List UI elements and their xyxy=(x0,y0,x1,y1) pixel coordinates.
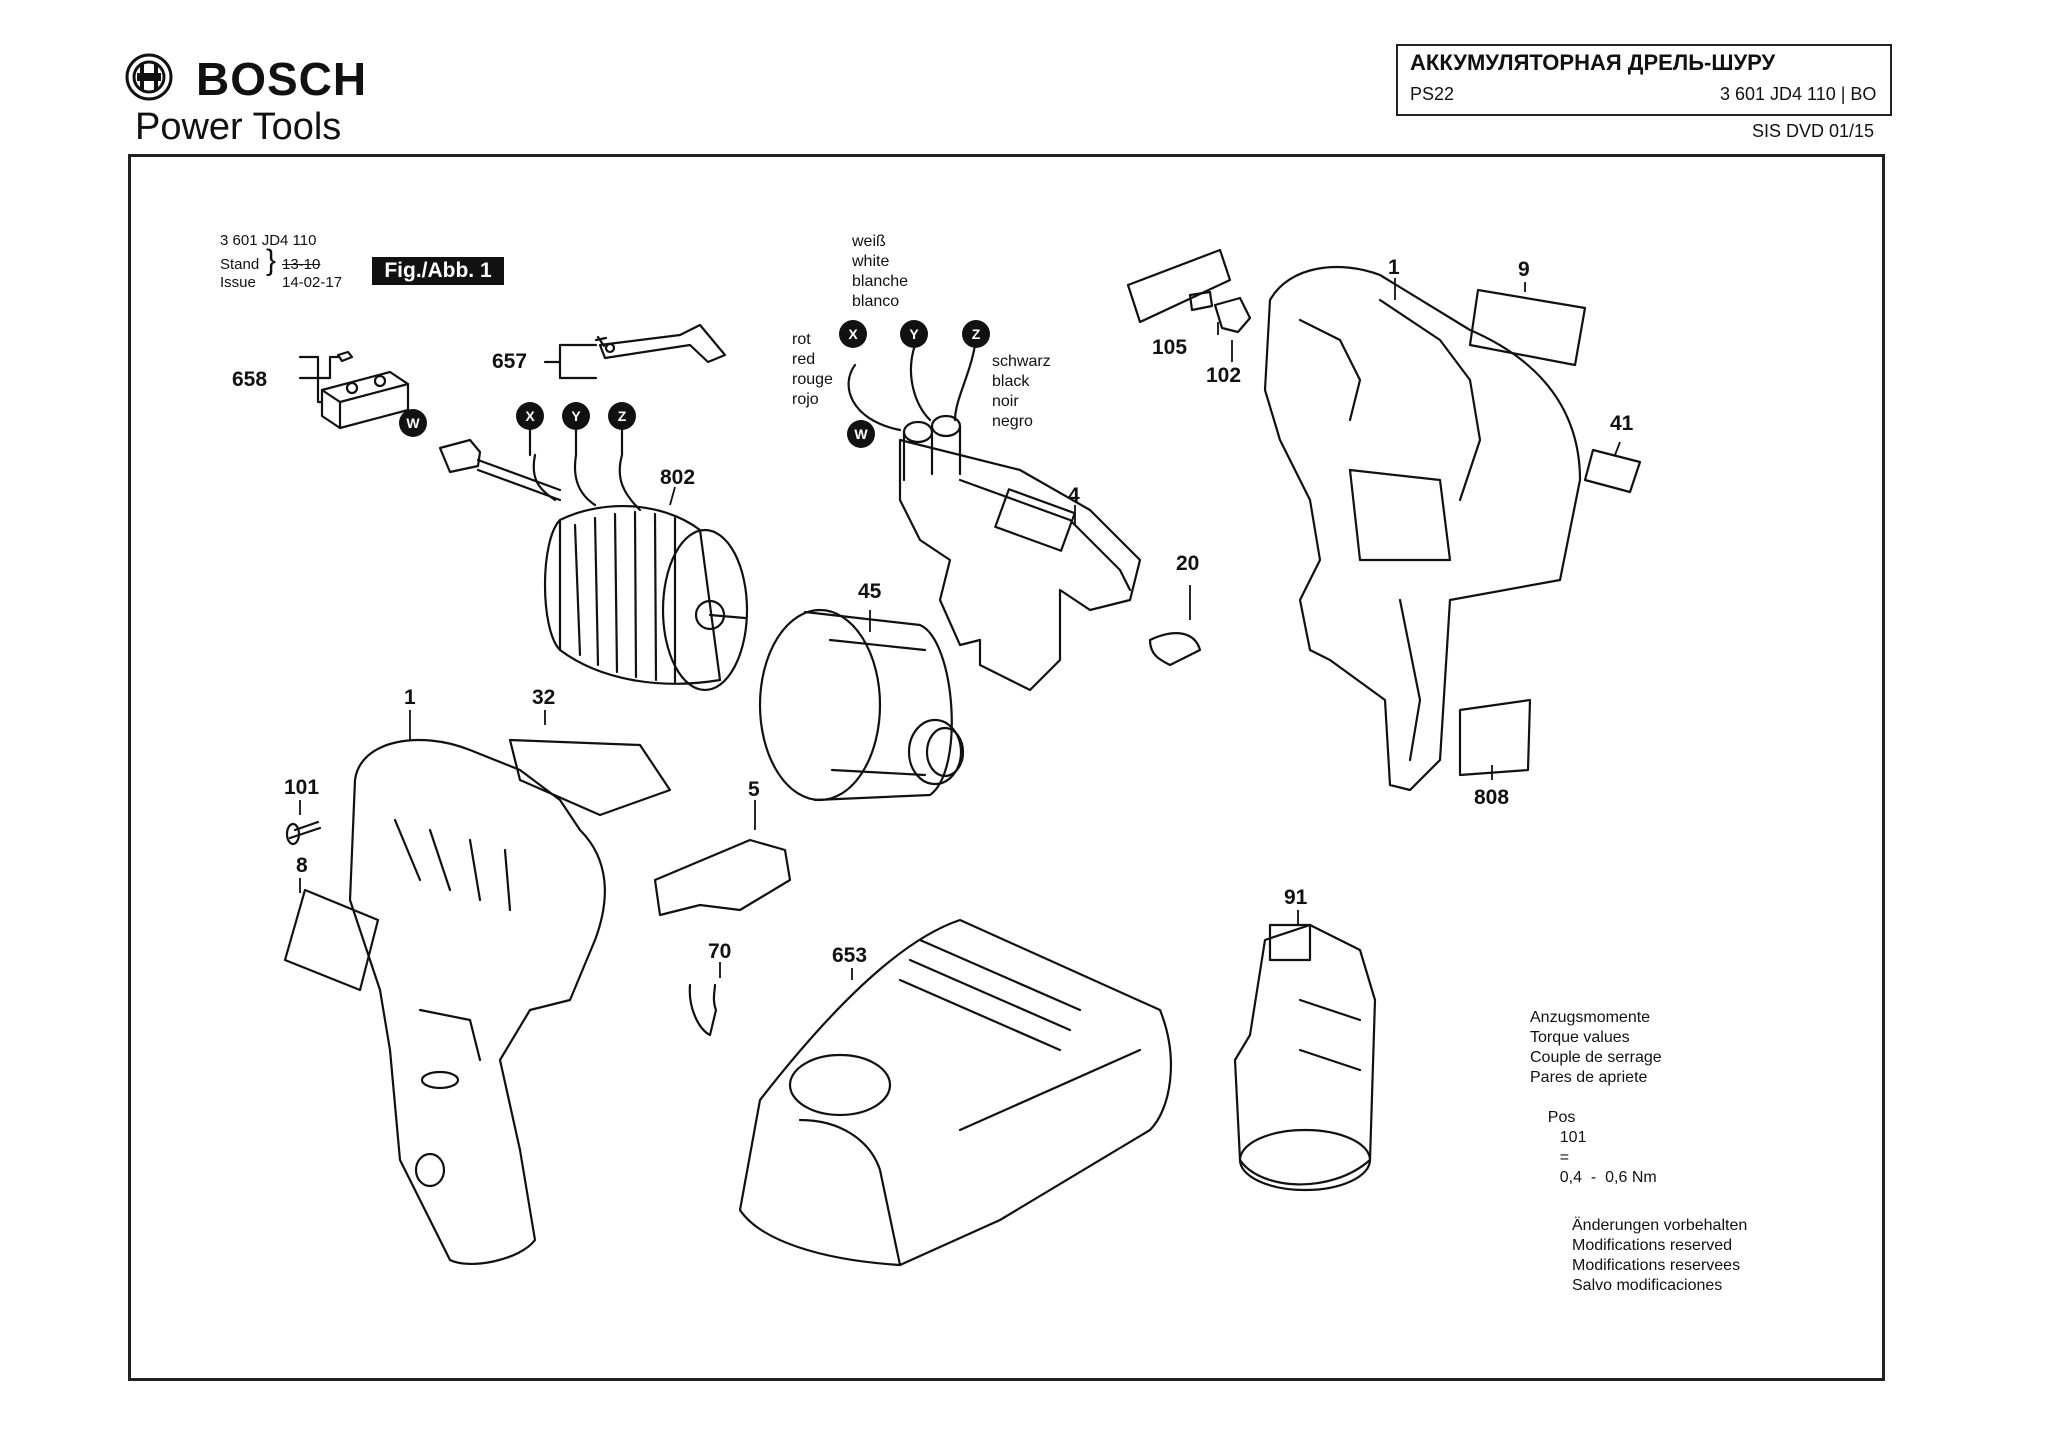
part-653-charger xyxy=(738,918,1172,1267)
torque-line-fr: Couple de serrage xyxy=(1530,1049,1662,1066)
brand-name: BOSCH xyxy=(196,53,368,105)
wire-white-fr: blanche xyxy=(852,273,909,290)
figure-badge: Fig./Abb. 1 xyxy=(372,257,504,285)
wire-label-black: schwarz black noir negro xyxy=(992,352,1051,432)
callout-32: 32 xyxy=(532,686,556,709)
mod-line-en: Modifications reserved xyxy=(1572,1237,1733,1254)
wire-red-de: rot xyxy=(792,331,811,348)
wire-red-es: rojo xyxy=(792,391,819,408)
mod-line-fr: Modifications reservees xyxy=(1572,1257,1741,1274)
part-9-label xyxy=(1468,288,1587,367)
wire-white-es: blanco xyxy=(852,293,900,310)
callout-1-top: 1 xyxy=(1388,256,1400,279)
part-32-cover xyxy=(508,738,672,817)
torque-line-de: Anzugsmomente xyxy=(1530,1009,1651,1026)
torque-line-es: Pares de apriete xyxy=(1530,1069,1648,1086)
part-1-housing-right xyxy=(1263,265,1582,792)
marker-y-right: Y xyxy=(900,320,928,348)
modifications-note: Änderungen vorbehalten Modifications res… xyxy=(1572,1216,1747,1296)
marker-z-left: Z xyxy=(608,402,636,430)
part-8-label xyxy=(283,888,380,992)
marker-w-left: W xyxy=(399,409,427,437)
wire-red-fr: rouge xyxy=(792,371,833,388)
callout-657: 657 xyxy=(492,350,528,373)
wire-white-de: weiß xyxy=(852,233,886,250)
callout-808: 808 xyxy=(1474,786,1510,809)
issue-value: 14-02-17 xyxy=(282,274,343,291)
callout-653: 653 xyxy=(832,944,868,967)
wire-black-fr: noir xyxy=(992,393,1019,410)
marker-w-right: W xyxy=(847,420,875,448)
part-658-terminal xyxy=(298,350,410,430)
callout-70: 70 xyxy=(708,940,732,963)
part-105-102 xyxy=(1126,248,1252,334)
callout-9: 9 xyxy=(1518,258,1530,281)
part-91-battery xyxy=(1233,923,1377,1192)
callout-8: 8 xyxy=(296,854,308,877)
part-45-gearbox xyxy=(758,608,965,802)
bosch-logo xyxy=(124,52,174,102)
marker-y-left: Y xyxy=(562,402,590,430)
callout-5: 5 xyxy=(748,778,760,801)
wire-black-en: black xyxy=(992,373,1030,390)
wire-label-white: weiß white blanche blanco xyxy=(852,232,908,312)
stand-value: 13-10 xyxy=(282,256,321,273)
marker-x-left: X xyxy=(516,402,544,430)
part-802-motor xyxy=(532,453,749,692)
brand-subtitle: Power Tools xyxy=(135,106,342,148)
callout-105: 105 xyxy=(1152,336,1188,359)
part-1-housing-left xyxy=(348,738,606,1265)
torque-note: Anzugsmomente Torque values Couple de se… xyxy=(1530,1008,1662,1208)
model-number: PS22 xyxy=(1410,84,1455,104)
part-808-label xyxy=(1458,698,1532,777)
part-w-connector xyxy=(438,438,562,502)
part-number: 3 601 JD4 110 | BO xyxy=(1720,84,1877,104)
torque-pos-label: Pos xyxy=(1547,1109,1576,1126)
callout-45: 45 xyxy=(858,580,882,603)
mod-line-de: Änderungen vorbehalten xyxy=(1572,1217,1748,1234)
marker-z-right: Z xyxy=(962,320,990,348)
callout-91: 91 xyxy=(1284,886,1308,909)
stand-label: Stand xyxy=(220,256,260,273)
part-101-screw xyxy=(285,820,322,846)
torque-range: 0,4 - 0,6 Nm xyxy=(1559,1169,1657,1186)
torque-equals: = xyxy=(1559,1149,1570,1166)
document-title: АККУМУЛЯТОРНАЯ ДРЕЛЬ-ШУРУ xyxy=(1410,50,1776,75)
wire-black-es: negro xyxy=(992,413,1033,430)
wire-label-red: rot red rouge rojo xyxy=(792,330,833,410)
part-657-bracket xyxy=(543,323,727,380)
part-41-label xyxy=(1583,448,1642,494)
callout-1-bottom: 1 xyxy=(404,686,416,709)
issue-label: Issue xyxy=(220,274,256,291)
callout-41: 41 xyxy=(1610,412,1634,435)
callout-101: 101 xyxy=(284,776,320,799)
drawing-frame xyxy=(128,154,1885,1381)
stand-code: 3 601 JD4 110 xyxy=(220,232,317,249)
dvd-version: SIS DVD 01/15 xyxy=(1752,121,1875,141)
title-box xyxy=(1396,44,1892,116)
callout-102: 102 xyxy=(1206,364,1242,387)
callout-658: 658 xyxy=(232,368,268,391)
callout-802: 802 xyxy=(660,466,696,489)
marker-x-right: X xyxy=(839,320,867,348)
stand-brace: } xyxy=(266,244,277,277)
torque-pos-value: 101 xyxy=(1559,1129,1587,1146)
callout-20: 20 xyxy=(1176,552,1200,575)
part-70-spring xyxy=(688,983,718,1037)
wire-white-en: white xyxy=(852,253,890,270)
wire-red-en: red xyxy=(792,351,816,368)
callout-4: 4 xyxy=(1068,484,1080,507)
part-5-lock xyxy=(653,838,792,917)
part-20-slider xyxy=(1148,632,1202,667)
mod-line-es: Salvo modificaciones xyxy=(1572,1277,1723,1294)
torque-spec: Pos 101 = 0,4 - 0,6 Nm xyxy=(1530,1088,1662,1208)
torque-line-en: Torque values xyxy=(1530,1029,1630,1046)
wire-black-de: schwarz xyxy=(992,353,1051,370)
bosch-armature-icon xyxy=(125,53,173,101)
part-4-switch xyxy=(847,343,1142,692)
